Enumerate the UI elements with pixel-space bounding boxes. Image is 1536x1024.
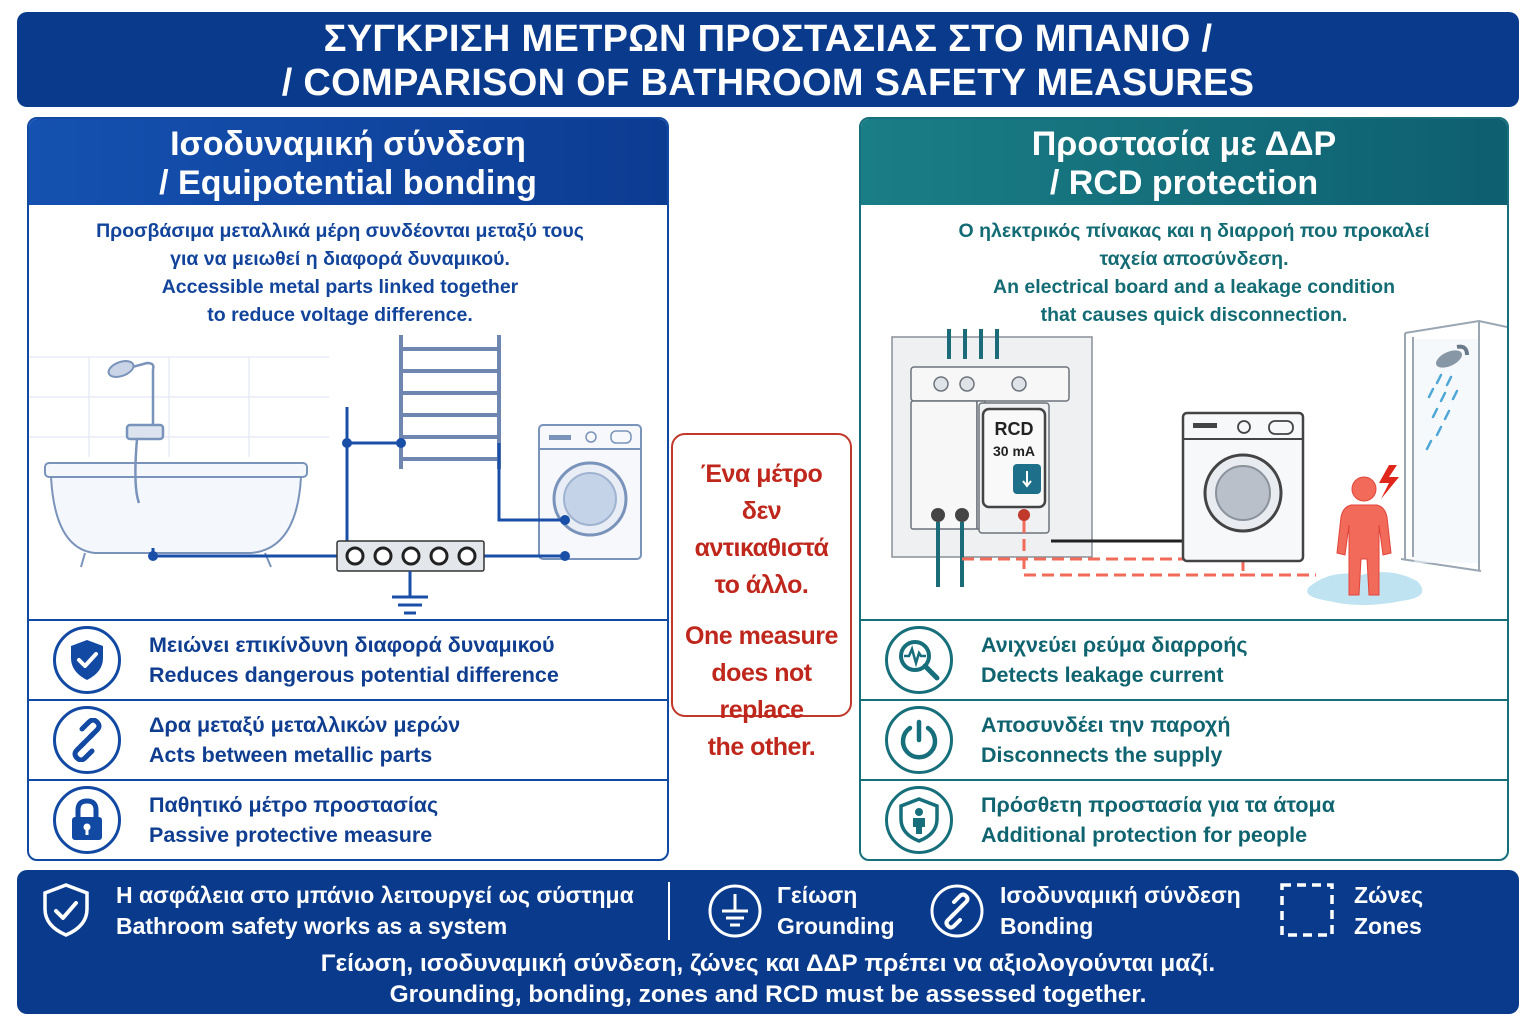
callout-greek-line: Ένα μέτρο <box>700 460 823 488</box>
washing-machine-icon <box>538 424 642 560</box>
feature-english: Disconnects the supply <box>981 743 1223 767</box>
desc-line: για να μειωθεί η διαφορά δυναμικού. <box>170 248 510 270</box>
footer-zones-greek: Ζώνες <box>1354 882 1424 908</box>
shower-head-icon <box>1435 344 1469 368</box>
water-puddle <box>1307 572 1423 605</box>
feature-row: Δρα μεταξύ μεταλλικών μερών Acts between… <box>29 699 667 779</box>
feature-english: Acts between metallic parts <box>149 743 433 767</box>
leak-detect-icon <box>885 626 953 694</box>
bonding-title-english: / Equipotential bonding <box>159 164 537 202</box>
title-greek: ΣΥΓΚΡΙΣΗ ΜΕΤΡΩΝ ΠΡΟΣΤΑΣΙΑΣ ΣΤΟ ΜΠΑΝΙΟ / <box>323 18 1213 60</box>
water-drops <box>1425 373 1459 451</box>
desc-line: Accessible metal parts linked together <box>161 276 519 298</box>
feature-greek: Ανιχνεύει ρεύμα διαρροής <box>981 633 1248 657</box>
bonding-busbar-icon <box>336 540 485 572</box>
shield-check-icon <box>53 626 121 694</box>
bonding-features: Μειώνει επικίνδυνη διαφορά δυναμικού Red… <box>29 619 667 859</box>
callout-greek-line: το άλλο. <box>714 571 809 599</box>
shield-check-icon <box>43 883 89 937</box>
feature-english: Reduces dangerous potential difference <box>149 663 559 687</box>
footer-summary-greek: Γείωση, ισοδυναμική σύνδεση, ζώνες και Δ… <box>320 950 1216 977</box>
feature-row: Μειώνει επικίνδυνη διαφορά δυναμικού Red… <box>29 619 667 699</box>
towel-rail-icon <box>399 335 501 469</box>
footer-bonding-greek: Ισοδυναμική σύνδεση <box>1000 882 1241 908</box>
feature-english: Additional protection for people <box>981 823 1308 847</box>
footer-summary-english: Grounding, bonding, zones and RCD must b… <box>389 981 1147 1008</box>
desc-line: Ο ηλεκτρικός πίνακας και η διαρροή που π… <box>958 220 1430 242</box>
zones-icon <box>1280 883 1334 937</box>
feature-row: Ανιχνεύει ρεύμα διαρροής Detects leakage… <box>861 619 1507 699</box>
desc-line: Προσβάσιμα μεταλλικά μέρη συνδέονται μετ… <box>96 220 584 242</box>
bathtub-icon <box>44 462 308 568</box>
rcd-rating: 30 mA <box>993 443 1035 459</box>
title-banner: ΣΥΓΚΡΙΣΗ ΜΕΤΡΩΝ ΠΡΟΣΤΑΣΙΑΣ ΣΤΟ ΜΠΑΝΙΟ / … <box>17 12 1519 107</box>
footer-system-greek: Η ασφάλεια στο μπάνιο λειτουργεί ως σύστ… <box>116 882 634 908</box>
feature-row: Παθητικό μέτρο προστασίας Passive protec… <box>29 779 667 859</box>
person-shock-icon <box>1336 476 1392 596</box>
rcd-description: Ο ηλεκτρικός πίνακας και η διαρροή που π… <box>881 217 1507 329</box>
callout-box: Ένα μέτρο δεν αντικαθιστά το άλλο. One m… <box>671 433 852 761</box>
footer-system: Η ασφάλεια στο μπάνιο λειτουργεί ως σύστ… <box>116 880 634 942</box>
person-shield-icon <box>885 786 953 854</box>
footer-grounding-greek: Γείωση <box>777 882 858 908</box>
rcd-title-english: / RCD protection <box>1049 164 1319 202</box>
feature-greek: Αποσυνδέει την παροχή <box>981 713 1231 737</box>
feature-english: Passive protective measure <box>149 823 433 847</box>
feature-greek: Παθητικό μέτρο προστασίας <box>149 793 439 817</box>
title-english: / COMPARISON OF BATHROOM SAFETY MEASURES <box>281 62 1255 104</box>
rcd-panel-header: Προστασία με ΔΔΡ / RCD protection <box>861 119 1507 205</box>
footer-bonding: Ισοδυναμική σύνδεση Bonding <box>1000 880 1241 942</box>
bonding-illustration <box>29 335 642 615</box>
callout-english-line: the other. <box>707 733 816 761</box>
callout-greek-line: δεν αντικαθιστά <box>694 497 829 562</box>
grounding-icon <box>708 884 762 938</box>
feature-english: Detects leakage current <box>981 663 1224 687</box>
desc-line: to reduce voltage difference. <box>207 304 473 326</box>
footer-grounding: Γείωση Grounding <box>777 880 895 942</box>
earth-symbol-icon <box>392 571 428 615</box>
bonding-title-greek: Ισοδυναμική σύνδεση <box>170 125 526 163</box>
footer-system-english: Bathroom safety works as a system <box>116 913 508 939</box>
bonding-panel: Ισοδυναμική σύνδεση / Equipotential bond… <box>27 117 669 861</box>
link-icon <box>53 706 121 774</box>
footer-zones-english: Zones <box>1354 913 1422 939</box>
rcd-device-icon <box>978 402 1050 534</box>
shower-icon <box>124 361 165 504</box>
feature-row: Πρόσθετη προστασία για τα άτομα Addition… <box>861 779 1507 859</box>
footer-divider <box>668 882 670 940</box>
footer-grounding-english: Grounding <box>777 913 895 939</box>
rcd-label: RCD <box>995 419 1034 439</box>
callout-english-line: One measure <box>685 622 838 650</box>
power-icon <box>885 706 953 774</box>
shower-cubicle <box>1400 319 1507 572</box>
feature-greek: Πρόσθετη προστασία για τα άτομα <box>981 793 1335 817</box>
rcd-illustration: RCD 30 mA <box>891 319 1507 605</box>
rcd-features: Ανιχνεύει ρεύμα διαρροής Detects leakage… <box>861 619 1507 859</box>
rcd-title-greek: Προστασία με ΔΔΡ <box>1031 125 1337 163</box>
feature-greek: Μειώνει επικίνδυνη διαφορά δυναμικού <box>149 633 555 657</box>
desc-line: that causes quick disconnection. <box>1040 304 1348 326</box>
shock-bolt-icon <box>1379 465 1399 499</box>
callout-english-line: does not replace <box>711 659 812 724</box>
footer-zones: Ζώνες Zones <box>1354 880 1423 942</box>
footer-banner: Η ασφάλεια στο μπάνιο λειτουργεί ως σύστ… <box>17 870 1519 1014</box>
bonding-description: Προσβάσιμα μεταλλικά μέρη συνδέονται μετ… <box>29 217 651 329</box>
footer-bonding-english: Bonding <box>1000 913 1094 939</box>
feature-greek: Δρα μεταξύ μεταλλικών μερών <box>149 713 461 737</box>
desc-line: ταχεία αποσύνδεση. <box>1099 248 1289 270</box>
feature-row: Αποσυνδέει την παροχή Disconnects the su… <box>861 699 1507 779</box>
desc-line: An electrical board and a leakage condit… <box>992 276 1396 298</box>
lock-icon <box>53 786 121 854</box>
bonding-panel-header: Ισοδυναμική σύνδεση / Equipotential bond… <box>29 119 667 205</box>
washing-machine-icon <box>1181 411 1305 563</box>
rcd-panel: Προστασία με ΔΔΡ / RCD protection Ο ηλεκ… <box>859 117 1509 861</box>
footer-summary: Γείωση, ισοδυναμική σύνδεση, ζώνες και Δ… <box>17 948 1519 1010</box>
bonding-link-icon <box>930 884 984 938</box>
